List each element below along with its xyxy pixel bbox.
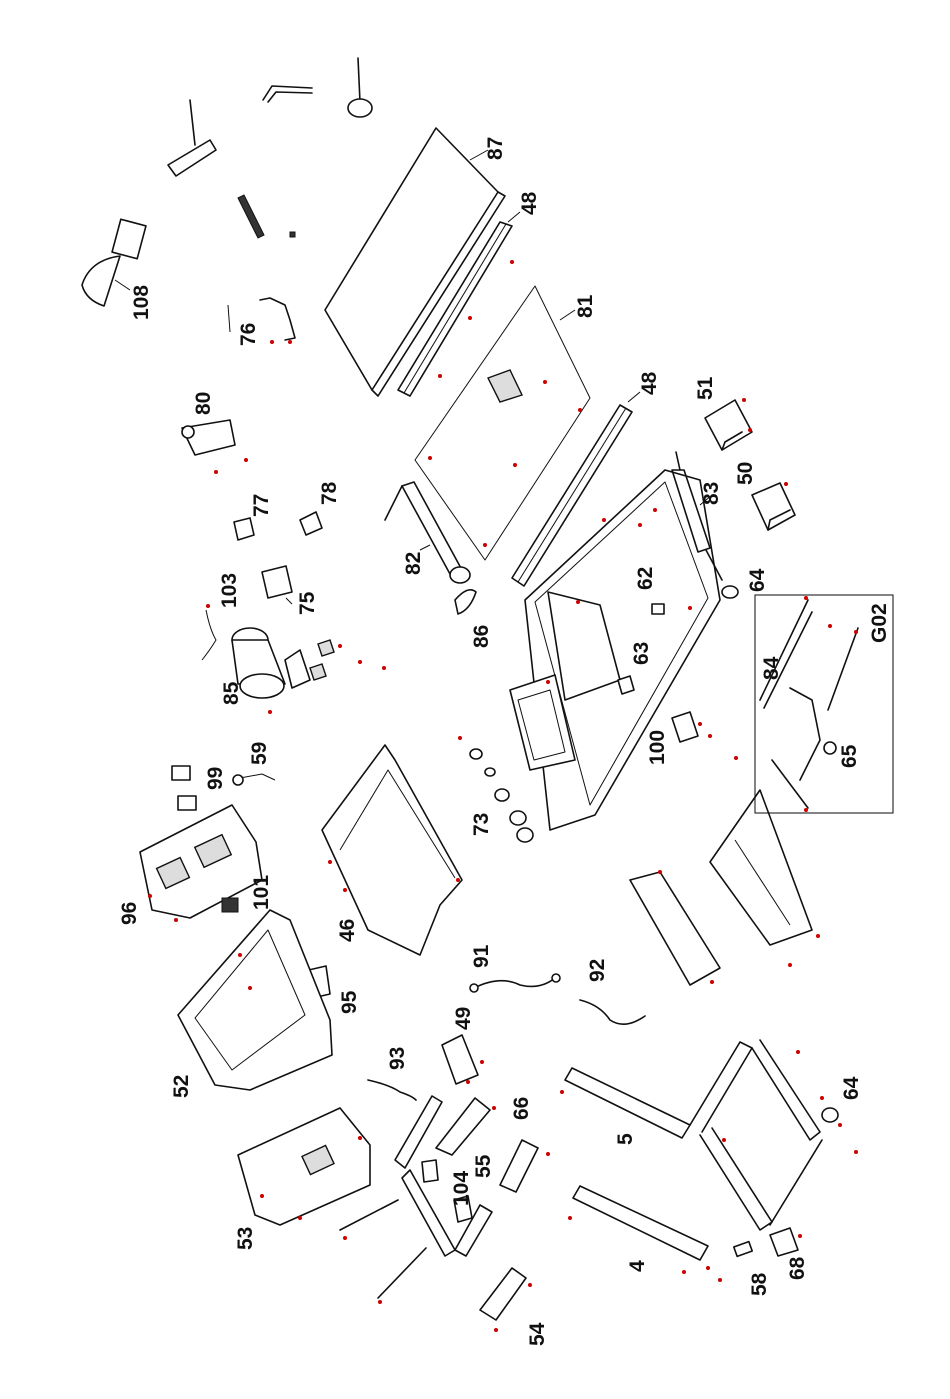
label-103: 103 bbox=[218, 573, 241, 608]
label-93: 93 bbox=[386, 1047, 409, 1070]
part-108-lubricant: 108 bbox=[82, 219, 153, 320]
label-64-bottom: 64 bbox=[840, 1076, 863, 1100]
part-93-cable: 93 bbox=[368, 1047, 416, 1100]
label-51: 51 bbox=[694, 376, 717, 400]
label-99: 99 bbox=[204, 767, 227, 790]
label-78: 78 bbox=[318, 481, 341, 505]
label-76: 76 bbox=[237, 323, 260, 346]
label-87: 87 bbox=[484, 137, 507, 160]
label-52: 52 bbox=[170, 1075, 193, 1098]
label-66: 66 bbox=[510, 1097, 533, 1120]
label-80: 80 bbox=[192, 392, 215, 415]
label-48-bottom: 48 bbox=[638, 371, 661, 395]
part-81-deck-plate: 81 bbox=[415, 260, 597, 560]
label-58: 58 bbox=[748, 1272, 771, 1296]
t-handle-wrench-tool bbox=[168, 100, 216, 176]
label-101: 101 bbox=[250, 875, 273, 910]
label-65: 65 bbox=[838, 744, 861, 768]
motor-cover-base bbox=[630, 870, 720, 985]
part-83-rear-roller: 83 bbox=[672, 452, 723, 580]
label-64-top: 64 bbox=[746, 568, 769, 592]
label-85: 85 bbox=[220, 681, 243, 705]
label-55: 55 bbox=[472, 1154, 495, 1178]
label-49: 49 bbox=[452, 1007, 475, 1030]
label-92: 92 bbox=[586, 959, 609, 982]
part-49-end-cover: 49 bbox=[442, 1007, 484, 1084]
label-g02: G02 bbox=[868, 603, 891, 643]
part-77-small-cap: 77 bbox=[234, 494, 273, 540]
label-63: 63 bbox=[630, 642, 653, 665]
screwdriver-tool bbox=[348, 58, 372, 117]
part-62-spacer: 62 bbox=[634, 567, 664, 614]
part-64-wheel-bottom: 64 bbox=[820, 1076, 863, 1127]
part-86-drive-belt: 86 bbox=[455, 590, 493, 648]
label-75: 75 bbox=[296, 591, 319, 615]
part-52-console-housing: 52 bbox=[170, 910, 332, 1098]
label-82: 82 bbox=[402, 552, 425, 575]
part-64-wheel-top: 64 bbox=[722, 568, 769, 598]
part-104-bracket: 104 bbox=[422, 1160, 473, 1222]
label-50: 50 bbox=[734, 462, 757, 485]
label-48-top: 48 bbox=[518, 191, 541, 215]
part-46-motor-hood: 46 bbox=[322, 745, 462, 955]
part-82-front-roller: 82 bbox=[385, 482, 470, 583]
part-85-motor: 85 bbox=[220, 628, 386, 714]
part-92-cable: 92 bbox=[580, 959, 645, 1025]
label-73: 73 bbox=[470, 813, 493, 836]
label-81: 81 bbox=[574, 294, 597, 318]
group-g02: G02 84 65 bbox=[755, 595, 893, 813]
part-59-cable: 59 bbox=[233, 742, 275, 785]
label-5: 5 bbox=[614, 1133, 637, 1145]
part-53-console-back-cover: 53 bbox=[234, 1108, 370, 1250]
part-76-bracket: 76 bbox=[228, 298, 295, 346]
part-58-pad: 58 bbox=[734, 1242, 771, 1296]
label-84: 84 bbox=[760, 656, 783, 680]
part-66-end-cover: 66 bbox=[500, 1097, 550, 1192]
part-51-end-cap: 51 bbox=[694, 376, 752, 450]
part-99-buttons: 99 bbox=[172, 766, 227, 810]
hex-key-tool bbox=[263, 86, 312, 102]
label-91: 91 bbox=[470, 944, 493, 968]
part-96-console-panel: 96 bbox=[118, 805, 262, 925]
part-80-bracket-assembly: 80 bbox=[182, 392, 248, 474]
label-59: 59 bbox=[248, 742, 271, 765]
label-86: 86 bbox=[470, 625, 493, 648]
label-54: 54 bbox=[526, 1322, 549, 1346]
label-95: 95 bbox=[338, 990, 361, 1014]
part-4-base-rail: 4 bbox=[568, 1186, 722, 1282]
allen-bar-tool bbox=[238, 195, 295, 238]
label-68: 68 bbox=[786, 1256, 809, 1280]
part-63-bracket: 63 bbox=[618, 642, 653, 694]
part-55-cover: 55 bbox=[436, 1098, 496, 1178]
part-54-cover: 54 bbox=[480, 1268, 549, 1346]
label-104: 104 bbox=[450, 1171, 473, 1206]
label-4: 4 bbox=[626, 1260, 649, 1272]
part-50-end-cap: 50 bbox=[734, 462, 795, 530]
label-100: 100 bbox=[646, 730, 669, 765]
label-108: 108 bbox=[130, 285, 153, 320]
part-73-feet: 73 bbox=[458, 736, 533, 842]
lower-cross-frame bbox=[710, 756, 820, 967]
part-100-bracket-set: 100 bbox=[646, 712, 712, 765]
label-62: 62 bbox=[634, 567, 657, 590]
part-68-foot-plate: 68 bbox=[770, 1228, 809, 1280]
label-53: 53 bbox=[234, 1227, 257, 1250]
part-75-plate: 75 bbox=[262, 566, 319, 615]
part-78-block: 78 bbox=[300, 481, 341, 535]
part-91-power-cable: 91 bbox=[470, 944, 560, 992]
label-77: 77 bbox=[250, 494, 273, 517]
label-46: 46 bbox=[336, 919, 359, 942]
label-96: 96 bbox=[118, 902, 141, 925]
